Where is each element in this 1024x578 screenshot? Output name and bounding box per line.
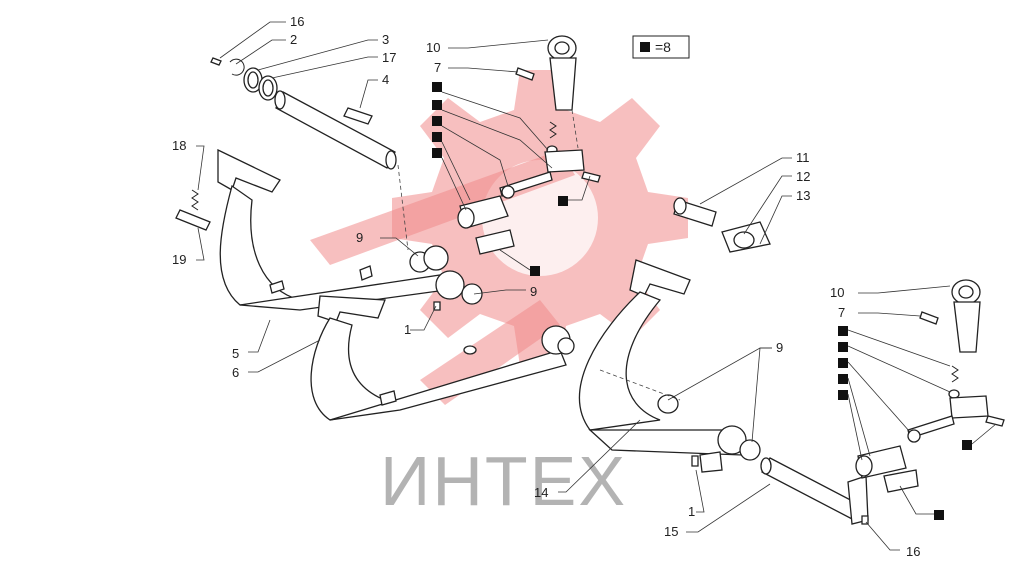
pedal-6: [310, 295, 567, 421]
quantity-legend: =8: [632, 35, 690, 59]
callout-5: 5: [232, 346, 239, 361]
callout-18: 18: [172, 138, 186, 153]
bushes-9-left: [409, 245, 575, 355]
marker-square: [838, 326, 848, 336]
marker-square: [640, 42, 650, 52]
grease-nipple-left: [433, 301, 441, 311]
shaft-15: [760, 457, 869, 525]
callout-17: 17: [382, 50, 396, 65]
callout-13: 13: [796, 188, 810, 203]
marker-square: [838, 374, 848, 384]
callout-16-bottom: 16: [906, 544, 920, 559]
rod-10-linkage-right: [855, 279, 1005, 493]
callout-1-right: 1: [688, 504, 695, 519]
spring-18-clip-19: [175, 189, 211, 231]
marker-square: [838, 358, 848, 368]
marker-square: [838, 342, 848, 352]
marker-square: [432, 132, 442, 142]
marker-square: [432, 100, 442, 110]
callout-10-top: 10: [426, 40, 440, 55]
callout-15: 15: [664, 524, 678, 539]
leader-lines: [196, 21, 997, 551]
marker-square: [962, 440, 972, 450]
callout-11: 11: [796, 150, 810, 165]
marker-square: [432, 116, 442, 126]
marker-square: [838, 390, 848, 400]
callout-9-left-b: 9: [530, 284, 537, 299]
marker-square: [934, 510, 944, 520]
callout-1-left: 1: [404, 322, 411, 337]
callout-labels: 16 2 3 17 4 10 7 18 19 9 9 1 5 6 11 12 1…: [172, 14, 920, 559]
marker-square: [558, 196, 568, 206]
quantity-note: =8: [655, 39, 671, 55]
watermark-text: ИНТЕХ: [380, 442, 627, 520]
left-shaft-group: [210, 57, 409, 251]
callout-4: 4: [382, 72, 389, 87]
grease-nipple-right: [691, 455, 699, 467]
callout-7-top: 7: [434, 60, 441, 75]
pedal-5: [217, 148, 447, 311]
marker-square: [432, 82, 442, 92]
callout-10-right: 10: [830, 285, 844, 300]
marker-square: [530, 266, 540, 276]
callout-12: 12: [796, 169, 810, 184]
callout-9-left-a: 9: [356, 230, 363, 245]
callout-16-top: 16: [290, 14, 304, 29]
rod-10-linkage-upper: [457, 35, 601, 255]
marker-square: [432, 148, 442, 158]
callout-9-right: 9: [776, 340, 783, 355]
callout-19: 19: [172, 252, 186, 267]
callout-3: 3: [382, 32, 389, 47]
parts-11-12-13: [673, 197, 771, 253]
callout-7-right: 7: [838, 305, 845, 320]
callout-14: 14: [534, 485, 548, 500]
callout-2: 2: [290, 32, 297, 47]
callout-6: 6: [232, 365, 239, 380]
qty-markers: [432, 82, 972, 520]
pedal-14: [579, 259, 761, 473]
